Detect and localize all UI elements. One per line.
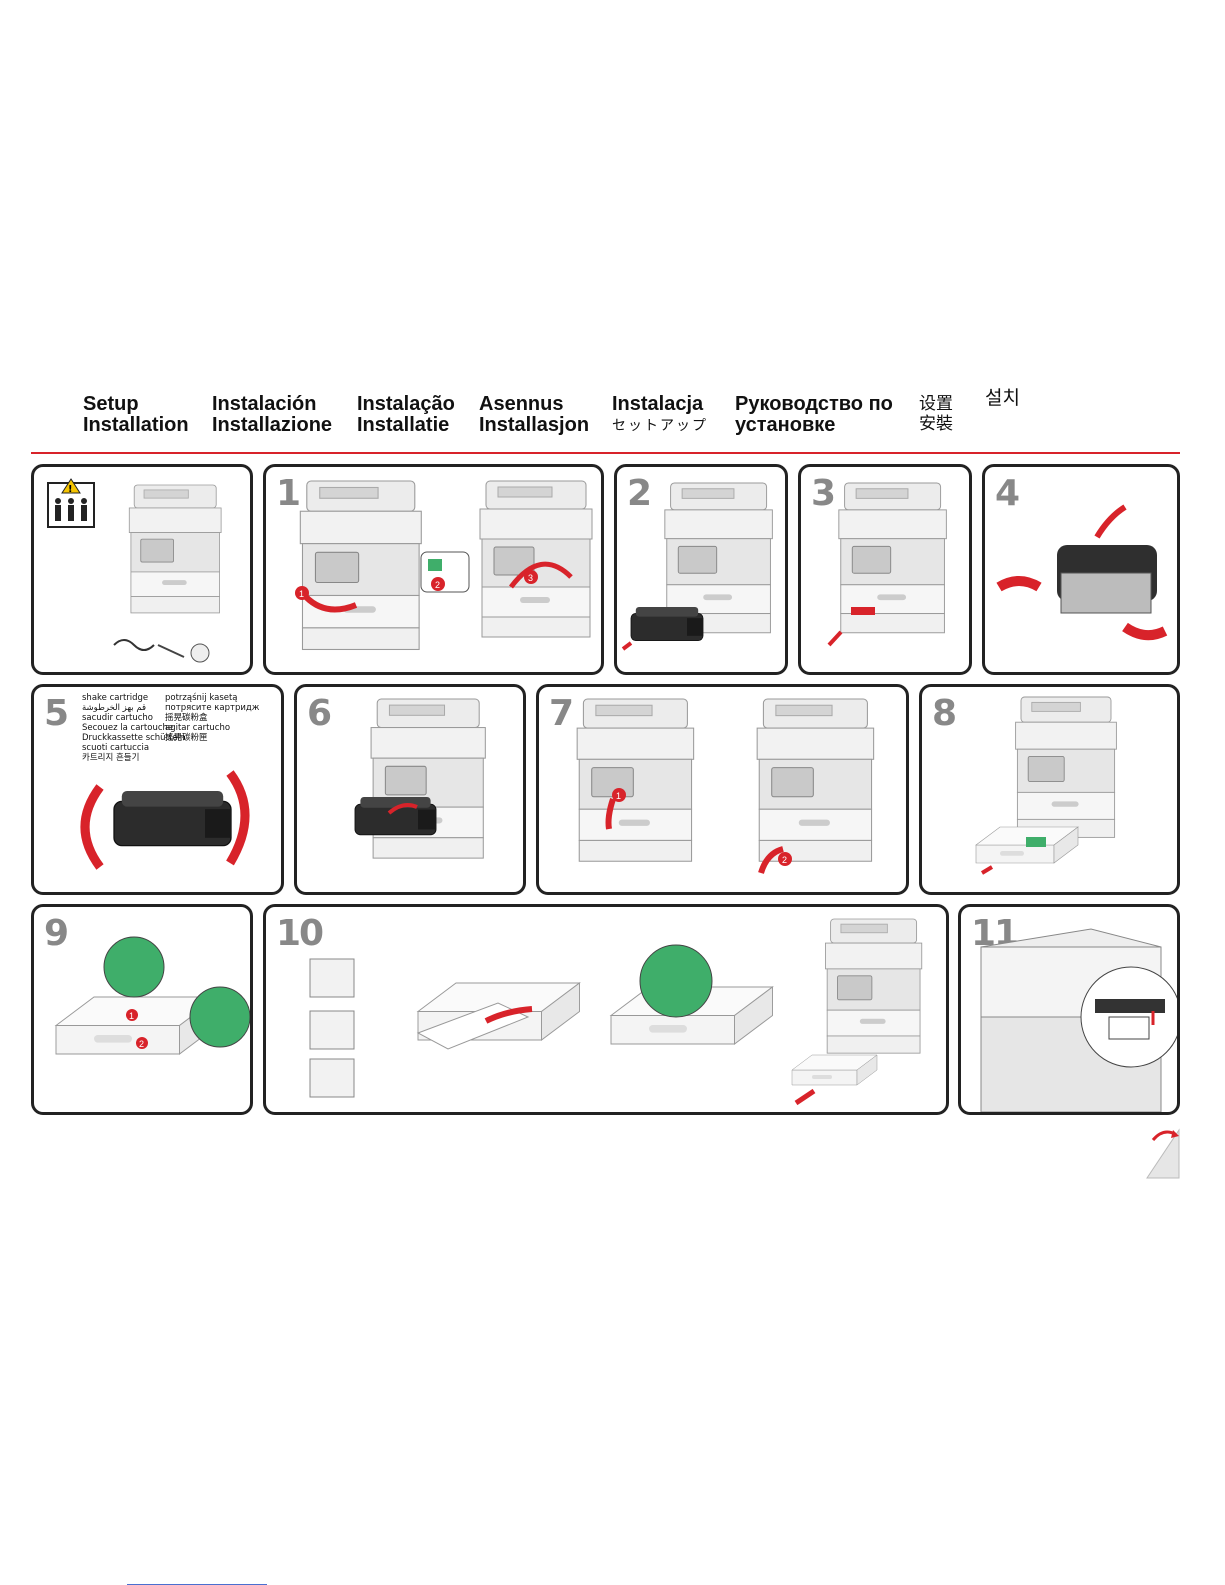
step-11-illustration [980,928,1177,1112]
svg-text:3: 3 [528,573,533,583]
panel-step-8: 8 [919,684,1180,895]
panel-step-7: 7 1 2 [536,684,909,895]
panel-step-5: 5 shake cartridge قم بهز الخرطوشة sacudi… [31,684,284,895]
panel-step-10: 10 [263,904,949,1115]
panel-step-9: 9 1 2 [31,904,253,1115]
step-number: 4 [995,473,1020,514]
panel-step-4: 4 [982,464,1180,675]
panel-unpack: ! [31,464,253,675]
step-6-illustration [354,698,486,859]
svg-text:2: 2 [139,1039,144,1049]
svg-text:!: ! [68,484,73,495]
step-3-illustration [827,482,947,647]
step-number: 6 [307,693,332,734]
page-turn-icon [1146,1128,1180,1179]
title-ko: 설치 [985,388,1020,409]
shake-text-col2: potrząśnij kasetą потрясите картридж 摇晃碳… [165,693,260,743]
step-number: 3 [811,473,836,514]
step-4-illustration [996,504,1168,641]
step-number: 5 [44,693,69,734]
title-zh: 设置安裝 [919,394,953,433]
step-5-illustration [80,770,250,870]
step-number: 7 [549,693,574,734]
shake-text-col1: shake cartridge قم بهز الخرطوشة sacudir … [82,693,186,763]
step-7-illustration: 1 2 [576,698,875,874]
step-number: 8 [932,693,957,734]
svg-text:1: 1 [299,589,304,599]
panel-step-6: 6 [294,684,526,895]
header-divider [31,452,1180,454]
step-10-illustration [309,918,923,1106]
step-1-illustration: 1 2 3 [295,480,593,651]
step-number: 9 [44,913,69,954]
panel-step-1: 1 1 2 3 [263,464,604,675]
panel-step-11: 11 [958,904,1180,1115]
step-8-illustration [975,696,1117,875]
svg-text:1: 1 [129,1011,134,1021]
step-2-illustration [621,482,773,651]
step-number: 2 [627,473,652,514]
step-number: 10 [276,913,324,954]
svg-text:2: 2 [782,855,787,865]
svg-text:2: 2 [435,580,440,590]
printer-illustration: ! [47,478,222,663]
svg-text:1: 1 [616,791,621,801]
panel-step-3: 3 [798,464,972,675]
panel-step-2: 2 [614,464,788,675]
step-number: 1 [276,473,301,514]
step-9-illustration: 1 2 [55,936,250,1055]
